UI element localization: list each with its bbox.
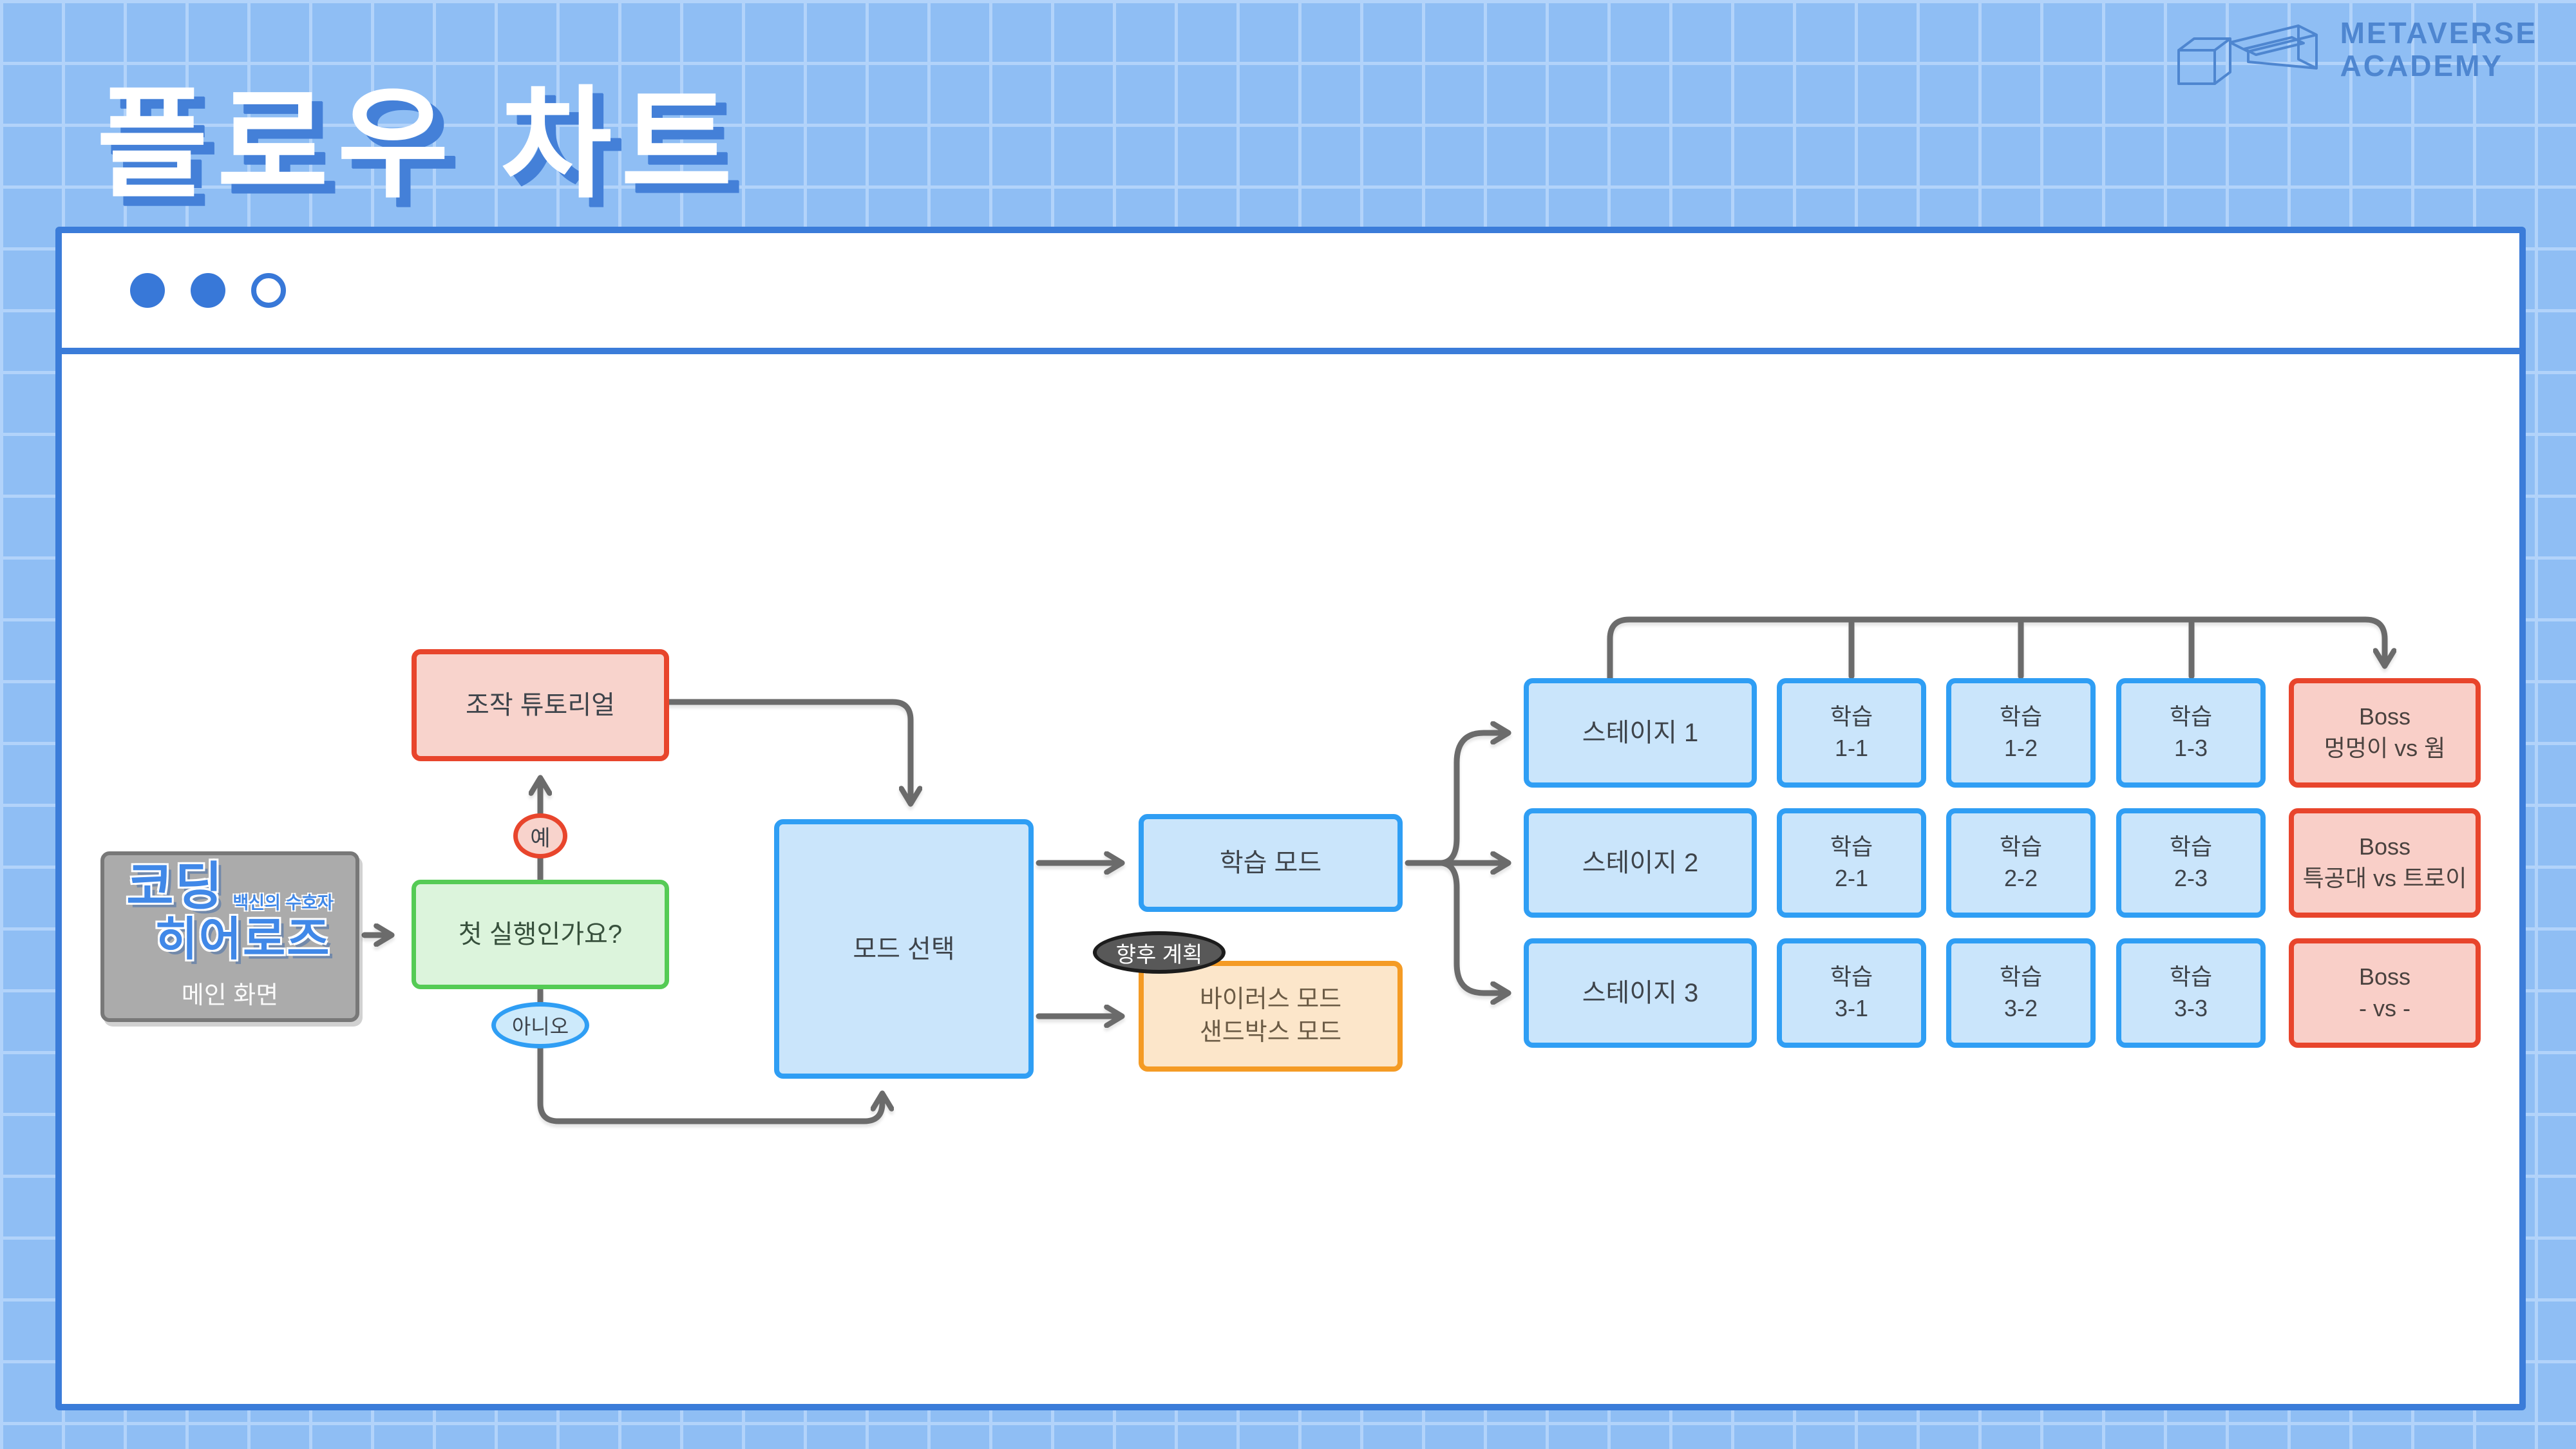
learning-mode-label: 학습 모드 <box>1219 849 1322 877</box>
node-main-screen: 코딩 백신의 수호자 히어로즈 메인 화면 <box>100 851 359 1022</box>
node-stage-2: 스테이지 2 <box>1524 808 1757 918</box>
window-dot-2 <box>191 273 225 308</box>
arrow-learning-to-stage3 <box>1438 860 1507 993</box>
node-future-modes: 바이러스 모드 샌드박스 모드 <box>1139 961 1403 1072</box>
arrow-learning-to-stage1 <box>1438 733 1507 866</box>
logo-line1: 코딩 <box>126 857 224 915</box>
arrow-tutorial-to-modeselect <box>666 699 911 802</box>
logo-subtitle: 백신의 수호자 <box>232 893 334 913</box>
node-tutorial: 조작 튜토리얼 <box>412 649 669 761</box>
label-no: 아니오 <box>491 1002 589 1048</box>
coding-heroes-logo: 코딩 백신의 수호자 히어로즈 <box>126 857 334 965</box>
mode-select-label: 모드 선택 <box>853 934 955 963</box>
main-screen-label: 메인 화면 <box>181 981 279 1009</box>
first-run-label: 첫 실행인가요? <box>458 920 623 949</box>
window-titlebar <box>62 233 2519 354</box>
window-dot-1 <box>130 273 165 308</box>
node-first-run: 첫 실행인가요? <box>412 880 669 989</box>
arrow-stage1-to-boss <box>1607 616 2385 681</box>
node-learning-mode: 학습 모드 <box>1139 814 1403 912</box>
node-boss-3: Boss- vs - <box>2289 938 2481 1048</box>
brand: METAVERSE ACADEMY <box>2172 17 2537 89</box>
label-yes: 예 <box>513 813 567 858</box>
badge-future-plan: 향후 계획 <box>1093 931 1226 974</box>
brand-line2: ACADEMY <box>2340 48 2504 82</box>
arrow-no-loop-to-modeselect <box>537 986 882 1124</box>
metaverse-academy-logo-icon <box>2177 24 2318 85</box>
tutorial-label: 조작 튜토리얼 <box>466 691 615 719</box>
logo-line2: 히어로즈 <box>155 913 331 965</box>
brand-line1: METAVERSE <box>2340 16 2537 50</box>
node-mode-select: 모드 선택 <box>774 819 1034 1079</box>
future-modes-line2: 샌드박스 모드 <box>1199 1019 1342 1046</box>
node-stage-3: 스테이지 3 <box>1524 938 1757 1048</box>
window-dot-3 <box>251 273 286 308</box>
future-modes-line1: 바이러스 모드 <box>1199 985 1342 1013</box>
node-stage-1: 스테이지 1 <box>1524 678 1757 788</box>
page-title: 플로우 차트 <box>97 77 742 212</box>
